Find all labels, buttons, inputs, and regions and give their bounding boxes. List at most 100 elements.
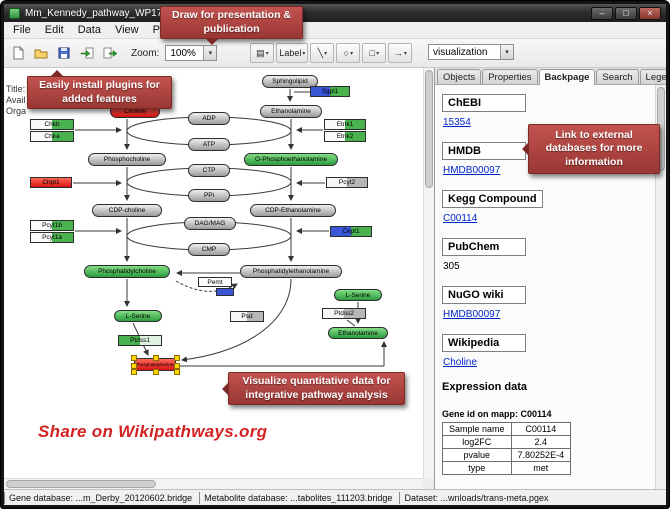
shape-icon: ○ [343, 48, 350, 58]
node-label: Cept1 [342, 228, 360, 235]
visualization-combobox[interactable]: visualization ▾ [428, 44, 514, 60]
node-label: O-Phosphoethanolamine [255, 156, 327, 163]
pathway-node-data[interactable] [216, 288, 234, 296]
selection-handle[interactable] [131, 355, 137, 361]
selection-handle[interactable] [153, 369, 159, 375]
pathway-node-pcyt1a[interactable]: Pcyt1a [30, 232, 74, 243]
pathway-node-chka[interactable]: Chka [30, 131, 74, 142]
scroll-thumb[interactable] [425, 70, 433, 188]
db-value-chebi[interactable]: 15354 [443, 117, 471, 128]
node-label: Pcyt2 [338, 179, 356, 186]
db-value-kegg-compound[interactable]: C00114 [443, 213, 478, 224]
pathway-node-ethanolamine[interactable]: Ethanolamine [328, 327, 388, 339]
canvas-horizontal-scrollbar[interactable] [4, 478, 423, 489]
open-folder-icon [34, 49, 48, 59]
pathway-node-cept1[interactable]: Cept1 [330, 226, 372, 237]
node-label: PPi [203, 192, 215, 199]
pathway-node-cdp-choline[interactable]: CDP-choline [92, 204, 162, 217]
menu-edit[interactable]: Edit [44, 24, 64, 36]
pathway-node-cmp[interactable]: CMP [188, 243, 230, 256]
node-label: Ethanolamine [338, 329, 378, 337]
zoom-combobox[interactable]: 100% ▾ [165, 45, 218, 61]
import-button[interactable] [77, 43, 97, 63]
export-button[interactable] [100, 43, 120, 63]
open-pathway-button[interactable] [31, 43, 51, 63]
db-value-pubchem: 305 [443, 261, 460, 272]
tab-backpage[interactable]: Backpage [538, 69, 596, 85]
menu-view[interactable]: View [114, 24, 139, 36]
visualization-value: visualization [433, 46, 488, 58]
pathway-node-ptdss2[interactable]: Ptdss2 [322, 308, 366, 319]
tab-search[interactable]: Search [596, 69, 639, 84]
save-pathway-button[interactable] [54, 43, 74, 63]
label-icon: Label [279, 48, 302, 58]
pathway-node-o-phosphoethanolamine[interactable]: O-Phosphoethanolamine [244, 153, 338, 166]
selection-handle[interactable] [174, 369, 180, 375]
pathway-node-ethanolamine[interactable]: Ethanolamine [260, 105, 322, 118]
menu-data[interactable]: Data [77, 24, 101, 36]
pathway-node-chpt1[interactable]: Chpt1 [30, 177, 72, 188]
tab-legend[interactable]: Legend [639, 69, 666, 84]
pathway-node-pcyt1b[interactable]: Pcyt1b [30, 220, 74, 231]
callout-visualize: Visualize quantitative data for integrat… [222, 372, 405, 406]
node-label: L-Serine [125, 312, 151, 320]
tab-properties[interactable]: Properties [482, 69, 538, 84]
chevron-down-icon: ▾ [350, 50, 354, 57]
new-pathway-button[interactable] [8, 43, 28, 63]
pathway-node-sgpl1[interactable]: Sgpl1 [310, 86, 350, 97]
tool-rect-button[interactable]: □▾ [362, 43, 387, 63]
pathway-node-pcyt2[interactable]: Pcyt2 [326, 177, 368, 188]
pathway-node-ptdss1[interactable]: Ptdss1 [118, 335, 162, 346]
tool-datanode-button[interactable]: ▤▾ [250, 43, 275, 63]
canvas-vertical-scrollbar[interactable] [423, 68, 434, 478]
pathway-node-pemt[interactable]: Pemt [198, 277, 232, 287]
gene-id-line: Gene id on mapp: C00114 [442, 409, 552, 419]
pathway-node-etnk2[interactable]: Etnk2 [324, 131, 366, 142]
pathway-node-phosphatidylcholine[interactable]: Phosphatidylcholine [84, 265, 170, 278]
db-value-hmdb[interactable]: HMDB00097 [443, 165, 501, 176]
pathway-node-chkb[interactable]: Chkb [30, 119, 74, 130]
tool-shape-button[interactable]: ○▾ [336, 43, 361, 63]
maximize-button[interactable]: □ [615, 6, 637, 20]
scroll-thumb[interactable] [6, 480, 156, 488]
db-value-wikipedia[interactable]: Choline [443, 357, 477, 368]
status-segment: Dataset: ...wnloads/trans-meta.pgex [399, 491, 555, 504]
menu-file[interactable]: File [13, 24, 31, 36]
pathway-node-l-serine[interactable]: L-Serine [334, 289, 382, 301]
minimize-button[interactable]: – [591, 6, 613, 20]
selection-handle[interactable] [153, 355, 159, 361]
callout-draw: Draw for presentation & publication [160, 6, 303, 46]
selection-handle[interactable] [131, 362, 137, 369]
node-label: Chka [44, 133, 60, 140]
pathway-node-phosphatidylethanolamine[interactable]: Phosphatidylethanolamine [240, 265, 342, 278]
selection-handle[interactable] [131, 369, 137, 375]
tool-label-button[interactable]: Label▾ [276, 43, 309, 63]
expr-table-cell: log2FC [442, 435, 512, 449]
selection-handle[interactable] [174, 355, 180, 361]
pathway-node-etnk1[interactable]: Etnk1 [324, 119, 366, 130]
pathway-node-sphingolipid[interactable]: Sphingolipid [262, 75, 318, 88]
tool-connector-button[interactable]: →▾ [388, 43, 413, 63]
db-header-hmdb: HMDB [442, 142, 526, 160]
pathway-node-phosphocholine[interactable]: Phosphocholine [88, 153, 166, 166]
pathway-node-ppi[interactable]: PPi [188, 189, 230, 202]
pathway-node-phosphatidylserines[interactable]: Phosphatidylserines [131, 355, 180, 375]
selection-handle[interactable] [174, 362, 180, 369]
pathway-node-psd[interactable]: Psd [230, 311, 264, 322]
tool-line-button[interactable]: ╲▾ [310, 43, 335, 63]
db-value-nugo-wiki[interactable]: HMDB00097 [443, 309, 501, 320]
pathway-node-dag-mag[interactable]: DAG/MAG [184, 217, 236, 230]
pathway-node-l-serine[interactable]: L-Serine [114, 310, 162, 322]
pathway-node-adp[interactable]: ADP [188, 112, 230, 125]
pathway-node-ctp[interactable]: CTP [188, 164, 230, 177]
window-title: Mm_Kennedy_pathway_WP1771_45176.gp... [25, 7, 230, 19]
pathway-node-atp[interactable]: ATP [188, 138, 230, 151]
export-icon [103, 47, 117, 59]
node-label: CTP [202, 167, 216, 174]
tab-objects[interactable]: Objects [437, 69, 482, 84]
pathway-node-cdp-ethanolamine[interactable]: CDP-Ethanolamine [250, 204, 336, 217]
close-button[interactable]: × [639, 6, 661, 20]
